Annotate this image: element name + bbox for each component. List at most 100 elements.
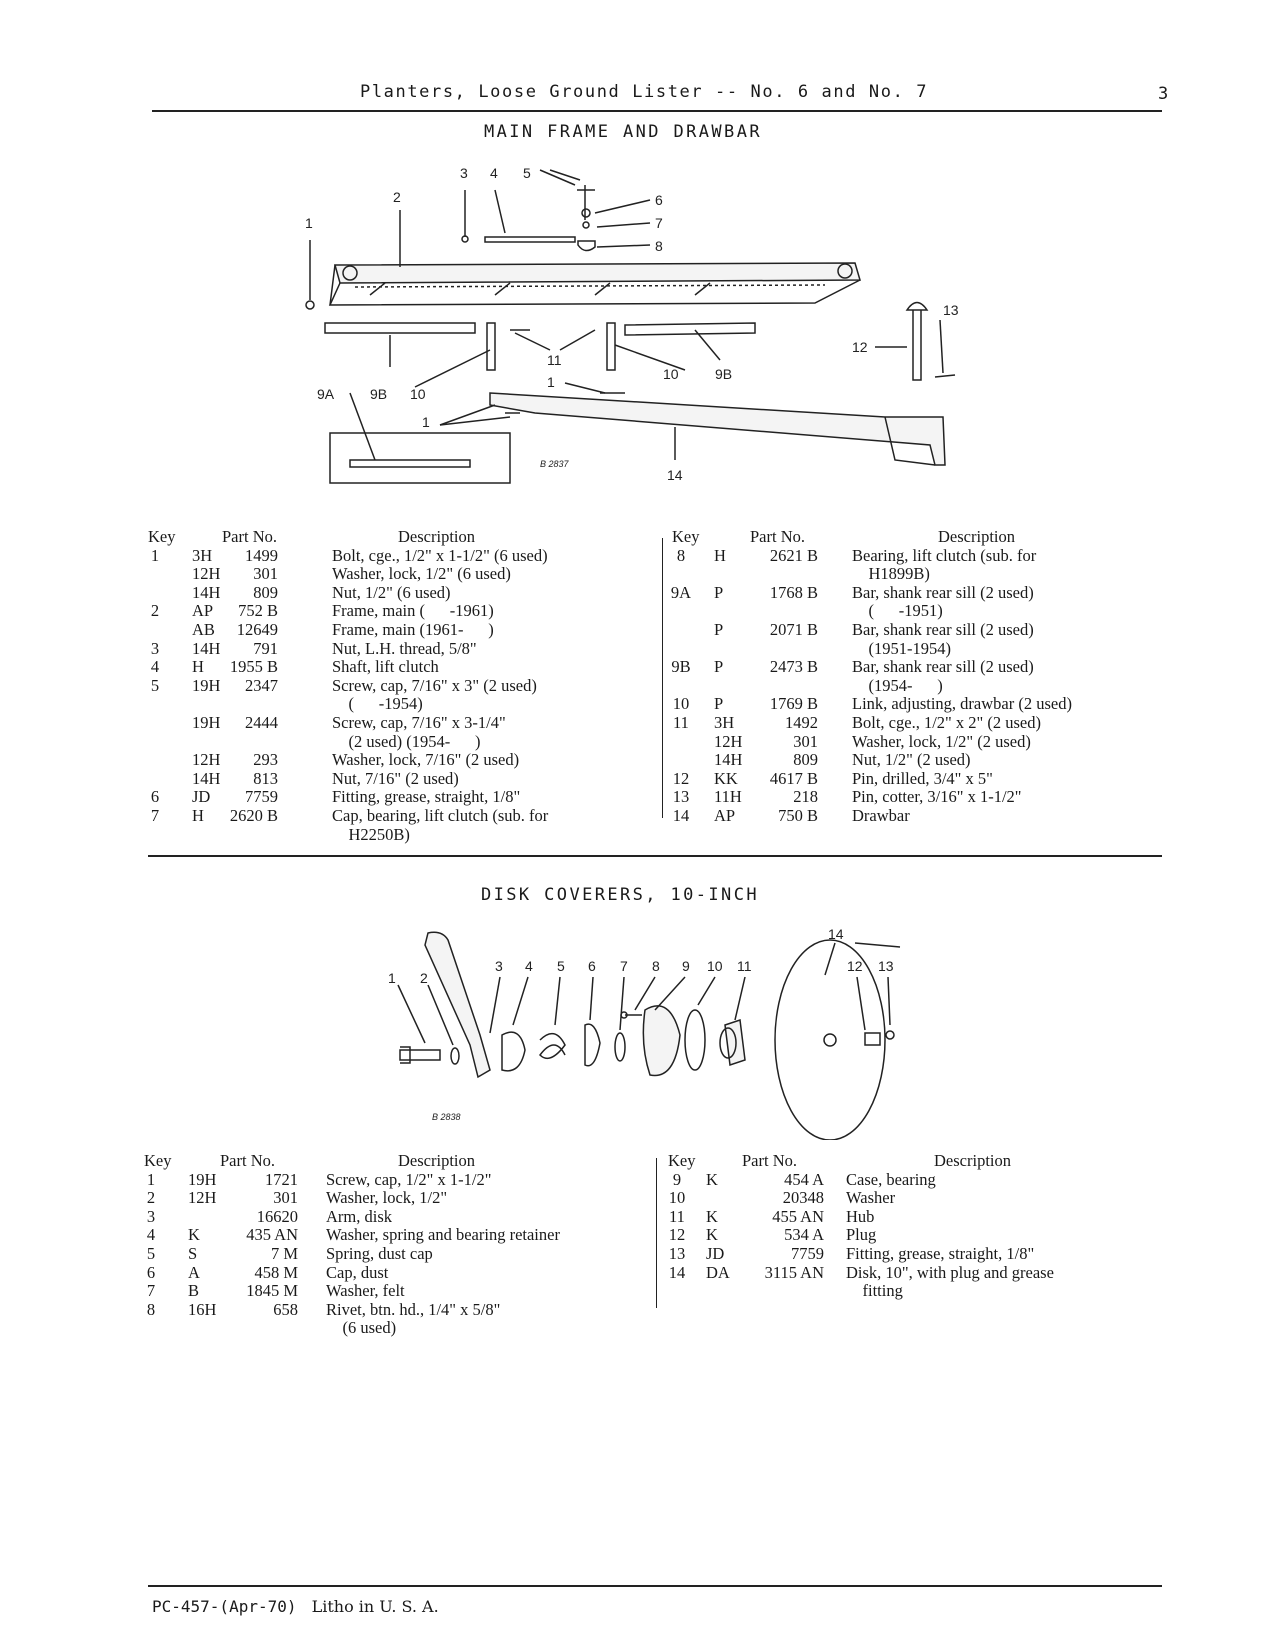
cell-prefix: 12H: [192, 564, 221, 584]
cell-num: 2621 B: [769, 545, 818, 565]
cell-num: 2473 B: [769, 657, 818, 677]
cell-desc: Cap, dust: [326, 1262, 389, 1282]
callout-8: 8: [652, 958, 660, 974]
cell-desc: Screw, cap, 7/16" x 3-1/4": [332, 712, 506, 732]
cell-prefix: K: [706, 1169, 718, 1189]
cell-prefix: KK: [714, 768, 738, 788]
cell-desc: Drawbar: [852, 805, 910, 825]
callout-14: 14: [828, 926, 844, 942]
cell-num: 2347: [245, 675, 278, 695]
col-header-description: Description: [398, 1151, 475, 1170]
cell-num: 218: [793, 787, 818, 807]
cell-prefix: 19H: [192, 712, 221, 732]
col-header-key: Key: [148, 527, 176, 546]
cell-prefix: 3H: [714, 712, 735, 732]
cell-desc: Nut, 1/2" (2 used): [852, 750, 971, 770]
cell-num: 20348: [782, 1188, 824, 1208]
cell-desc: Bolt, cge., 1/2" x 2" (2 used): [852, 712, 1041, 732]
cell-desc: (2 used) (1954- ): [332, 731, 481, 751]
col-header-part-no: Part No.: [742, 1151, 797, 1170]
cell-desc: Plug: [846, 1225, 877, 1245]
cell-prefix: S: [188, 1243, 198, 1263]
cell-desc: Nut, L.H. thread, 5/8": [332, 638, 477, 658]
cell-prefix: JD: [706, 1243, 725, 1263]
cell-prefix: 14H: [192, 768, 221, 788]
cell-desc: Washer, lock, 1/2": [326, 1188, 448, 1208]
cell-desc: Disk, 10", with plug and grease: [846, 1262, 1054, 1282]
section-title-main-frame: MAIN FRAME AND DRAWBAR: [484, 122, 762, 142]
disk-coverers-diagram: 1 2 3 4 5 6 7 8 9 10 11 14 12 13 B 2838: [388, 926, 901, 1140]
footer-code: PC-457-(Apr-70): [152, 1597, 297, 1616]
section-title-disk-coverers: DISK COVERERS, 10-INCH: [481, 885, 759, 905]
column-divider: [656, 1158, 657, 1308]
cell-desc: (6 used): [326, 1318, 397, 1338]
table-header: Key Part No. Description: [664, 1151, 1184, 1171]
cell-desc: Link, adjusting, drawbar (2 used): [852, 694, 1072, 714]
callout-8: 8: [655, 238, 663, 254]
callout-4: 4: [490, 165, 498, 181]
cell-key: 13: [668, 1243, 686, 1263]
cell-key: 12: [668, 1225, 686, 1245]
cell-prefix: P: [714, 582, 724, 602]
callout-11: 11: [547, 352, 562, 368]
cell-prefix: 11H: [714, 787, 742, 807]
callout-1b: 1: [547, 374, 555, 390]
header-rule: [152, 110, 1162, 112]
cell-key: 7: [146, 1281, 156, 1301]
table-row: (1954- ): [668, 676, 1188, 696]
cell-key: 10: [668, 1188, 686, 1208]
cell-num: 809: [793, 750, 818, 770]
callout-12: 12: [847, 958, 863, 974]
cell-prefix: 12H: [192, 750, 221, 770]
cell-desc: Bearing, lift clutch (sub. for: [852, 545, 1037, 565]
cell-desc: Screw, cap, 7/16" x 3" (2 used): [332, 675, 537, 695]
cell-num: 2444: [245, 712, 278, 732]
table-row: 19H 2444 Screw, cap, 7/16" x 3-1/4": [140, 712, 650, 733]
callout-6: 6: [588, 958, 596, 974]
cell-key: 13: [672, 787, 690, 807]
cell-desc: Arm, disk: [326, 1206, 392, 1226]
cell-key: 4: [150, 657, 160, 677]
callout-5: 5: [557, 958, 565, 974]
table-row: H1899B): [668, 565, 1188, 584]
cell-key: 2: [150, 601, 160, 621]
col-header-description: Description: [398, 527, 475, 546]
footer-rule: [148, 1585, 1162, 1587]
callout-13: 13: [943, 302, 959, 318]
cell-key: 3: [146, 1206, 156, 1226]
col-header-description: Description: [938, 527, 1015, 546]
callout-1: 1: [388, 970, 396, 986]
cell-prefix: P: [714, 657, 724, 677]
callout-5: 5: [523, 165, 531, 181]
footer-litho: Litho in U. S. A.: [311, 1597, 439, 1616]
page-number: 3: [1158, 84, 1169, 104]
callout-10-left: 10: [410, 386, 426, 402]
cell-prefix: 14H: [714, 750, 743, 770]
cell-num: 455 AN: [772, 1206, 824, 1226]
cell-num: 301: [793, 731, 818, 751]
cell-prefix: H: [192, 657, 204, 677]
cell-desc: Case, bearing: [846, 1169, 936, 1189]
cell-num: 301: [253, 564, 278, 584]
cell-key: 5: [146, 1243, 156, 1263]
main-frame-drawbar-diagram: 1 2 3 4 5 6 7 8 9A 9B 9B 10 10 11 12 13 …: [305, 165, 959, 484]
col-header-key: Key: [672, 527, 700, 546]
cell-prefix: K: [706, 1225, 718, 1245]
cell-desc: (1951-1954): [852, 638, 951, 658]
